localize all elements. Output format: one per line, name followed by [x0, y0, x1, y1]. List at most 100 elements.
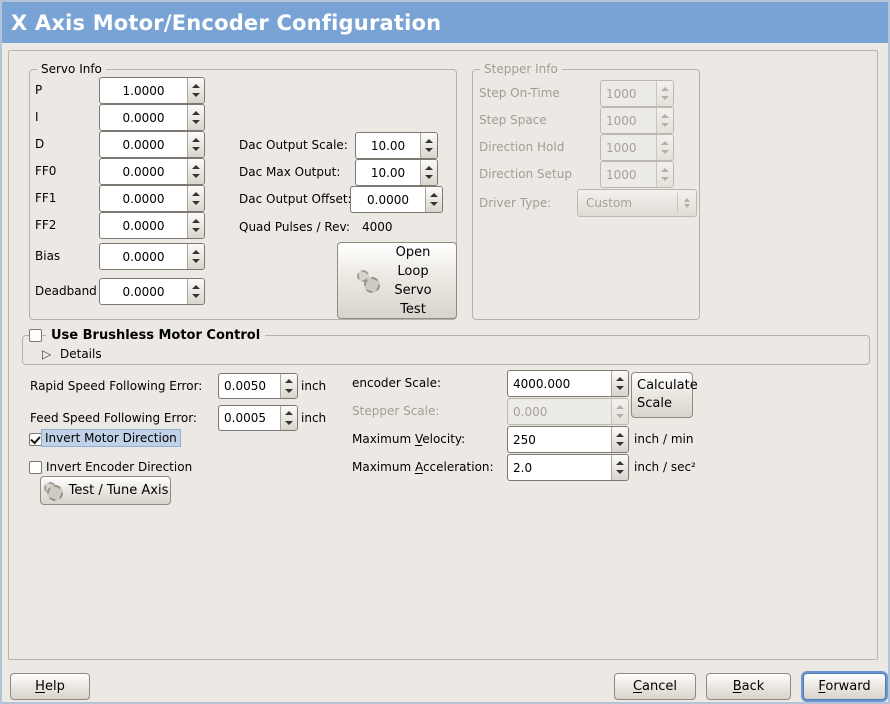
- calculate-scale-button[interactable]: Calculate Scale: [631, 372, 698, 418]
- spin-down-icon[interactable]: [616, 442, 624, 447]
- help-label: Help: [35, 679, 65, 694]
- forward-button[interactable]: Forward: [803, 673, 886, 700]
- use-brushless-checkbox[interactable]: [29, 329, 42, 342]
- spin-buttons[interactable]: [187, 78, 204, 103]
- spin-up-icon[interactable]: [192, 164, 200, 169]
- spin-buttons[interactable]: [187, 186, 204, 211]
- spin-up-icon[interactable]: [192, 191, 200, 196]
- direction-hold-spinbox: 1000: [600, 134, 674, 161]
- spin-down-icon: [661, 96, 669, 101]
- d-label: D: [35, 137, 45, 151]
- use-brushless-label[interactable]: Use Brushless Motor Control: [46, 328, 266, 343]
- spin-up-icon[interactable]: [285, 411, 293, 416]
- dac-output-offset-spinbox[interactable]: 0.0000: [350, 186, 443, 213]
- spin-down-icon[interactable]: [616, 386, 624, 391]
- gears-icon: [43, 480, 65, 502]
- spin-up-icon[interactable]: [192, 218, 200, 223]
- max-acceleration-spinbox[interactable]: 2.0: [507, 454, 629, 481]
- spin-down-icon[interactable]: [192, 201, 200, 206]
- ff2-label: FF2: [35, 218, 57, 232]
- spin-buttons[interactable]: [187, 132, 204, 157]
- invert-encoder-label[interactable]: Invert Encoder Direction: [46, 460, 193, 474]
- spin-up-icon[interactable]: [192, 137, 200, 142]
- p-label: P: [35, 83, 43, 97]
- spin-buttons[interactable]: [611, 455, 628, 480]
- spin-down-icon[interactable]: [192, 147, 200, 152]
- ff2-spinbox[interactable]: 0.0000: [99, 212, 205, 239]
- spin-down-icon[interactable]: [192, 93, 200, 98]
- spin-up-icon[interactable]: [425, 165, 433, 170]
- spin-down-icon[interactable]: [430, 202, 438, 207]
- open-loop-servo-test-button[interactable]: Open Loop Servo Test: [337, 242, 457, 319]
- spin-up-icon[interactable]: [192, 249, 200, 254]
- spin-up-icon[interactable]: [616, 460, 624, 465]
- spin-buttons[interactable]: [187, 213, 204, 238]
- spin-buttons[interactable]: [425, 187, 442, 212]
- ff0-spinbox[interactable]: 0.0000: [99, 158, 205, 185]
- rapid-following-error-spinbox[interactable]: 0.0050: [218, 373, 298, 399]
- spin-up-icon[interactable]: [425, 138, 433, 143]
- rapid-following-error-label: Rapid Speed Following Error:: [30, 379, 203, 393]
- dac-max-output-label: Dac Max Output:: [239, 165, 341, 179]
- spin-down-icon[interactable]: [425, 175, 433, 180]
- spin-up-icon[interactable]: [192, 110, 200, 115]
- stepper-info-frame: [472, 69, 700, 320]
- dac-max-output-spinbox[interactable]: 10.00: [355, 159, 438, 186]
- direction-setup-spinbox: 1000: [600, 161, 674, 188]
- spin-up-icon[interactable]: [430, 192, 438, 197]
- spin-buttons: [656, 162, 673, 187]
- spin-up-icon[interactable]: [192, 83, 200, 88]
- spin-buttons[interactable]: [420, 160, 437, 185]
- details-label[interactable]: Details: [60, 347, 102, 361]
- deadband-spinbox[interactable]: 0.0000: [99, 278, 205, 305]
- i-label: I: [35, 110, 39, 124]
- spin-buttons: [611, 399, 628, 424]
- spin-up-icon: [661, 140, 669, 145]
- feed-following-error-spinbox[interactable]: 0.0005: [218, 405, 298, 431]
- cancel-button[interactable]: Cancel: [614, 673, 696, 700]
- spin-down-icon[interactable]: [616, 470, 624, 475]
- d-spinbox[interactable]: 0.0000: [99, 131, 205, 158]
- spin-down-icon[interactable]: [192, 259, 200, 264]
- dac-output-scale-spinbox[interactable]: 10.00: [355, 132, 438, 159]
- help-button[interactable]: Help: [10, 673, 90, 700]
- spin-down-icon[interactable]: [192, 294, 200, 299]
- p-spinbox[interactable]: 1.0000: [99, 77, 205, 104]
- spin-up-icon[interactable]: [285, 379, 293, 384]
- ff1-spinbox[interactable]: 0.0000: [99, 185, 205, 212]
- spin-buttons: [656, 108, 673, 133]
- spin-up-icon[interactable]: [192, 284, 200, 289]
- spin-down-icon[interactable]: [192, 174, 200, 179]
- max-velocity-spinbox[interactable]: 250: [507, 426, 629, 453]
- spin-up-icon[interactable]: [616, 432, 624, 437]
- spin-down-icon[interactable]: [285, 388, 293, 393]
- stepper-scale-spinbox: 0.000: [507, 398, 629, 425]
- bias-spinbox[interactable]: 0.0000: [99, 243, 205, 270]
- invert-motor-label[interactable]: Invert Motor Direction: [41, 429, 181, 447]
- spin-buttons[interactable]: [187, 105, 204, 130]
- encoder-scale-spinbox[interactable]: 4000.000: [507, 370, 629, 397]
- test-tune-axis-button[interactable]: Test / Tune Axis: [40, 476, 171, 505]
- forward-label: Forward: [818, 679, 871, 694]
- spin-buttons[interactable]: [187, 244, 204, 269]
- spin-buttons: [656, 135, 673, 160]
- spin-down-icon[interactable]: [192, 228, 200, 233]
- rapid-following-error-unit: inch: [301, 379, 327, 393]
- spin-buttons[interactable]: [187, 279, 204, 304]
- spin-buttons[interactable]: [611, 371, 628, 396]
- details-expander-icon[interactable]: ▷: [42, 347, 52, 361]
- spin-buttons[interactable]: [420, 133, 437, 158]
- spin-down-icon[interactable]: [285, 420, 293, 425]
- spin-buttons[interactable]: [280, 374, 297, 398]
- spin-buttons[interactable]: [280, 406, 297, 430]
- combo-divider: [677, 193, 678, 213]
- spin-buttons[interactable]: [611, 427, 628, 452]
- spin-buttons[interactable]: [187, 159, 204, 184]
- spin-down-icon[interactable]: [192, 120, 200, 125]
- spin-down-icon[interactable]: [425, 148, 433, 153]
- invert-encoder-checkbox[interactable]: [29, 461, 42, 474]
- spin-up-icon[interactable]: [616, 376, 624, 381]
- spin-buttons: [656, 81, 673, 106]
- back-button[interactable]: Back: [706, 673, 791, 700]
- i-spinbox[interactable]: 0.0000: [99, 104, 205, 131]
